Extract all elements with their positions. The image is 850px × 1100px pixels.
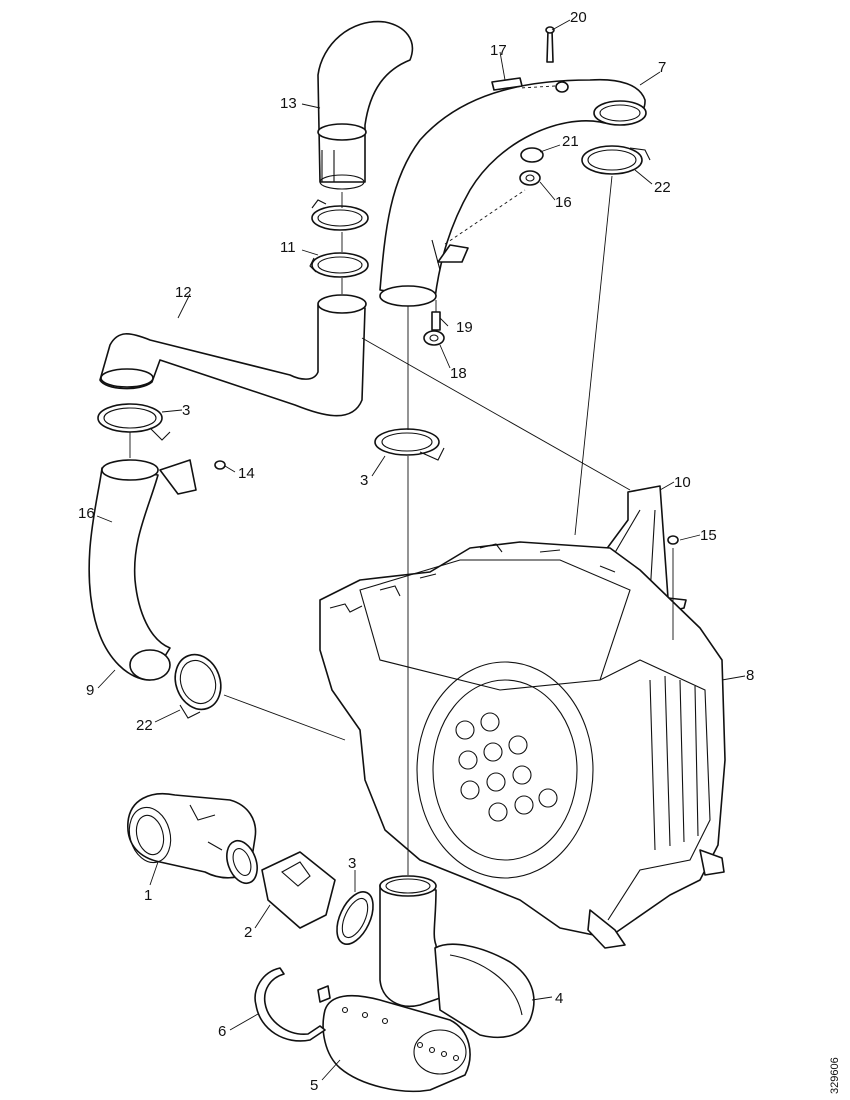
- assembly-lines: [129, 85, 674, 875]
- part-22-clamp-lower: [174, 653, 222, 719]
- callout-20: 20: [570, 9, 587, 26]
- part-5-perforated-shield: [322, 994, 471, 1093]
- part-13-upper-bend-pipe: [317, 20, 414, 190]
- part-8-main-housing: [319, 541, 726, 949]
- callout-leaders: [96, 19, 746, 1081]
- callout-2: 2: [244, 924, 252, 941]
- callout-9: 9: [86, 682, 94, 699]
- part-3-clamp-middle: [374, 428, 445, 461]
- callout-13: 13: [280, 95, 297, 112]
- callout-17: 17: [490, 42, 507, 59]
- callout-14: 14: [238, 465, 255, 482]
- callout-21: 21: [562, 133, 579, 150]
- part-7-upper-right-pipe: [379, 78, 647, 307]
- figure-reference-code: 329606: [829, 1057, 841, 1094]
- lower-elbow-pipe: [379, 875, 441, 1007]
- part-3-clamp-left: [97, 403, 171, 441]
- callout-3-middle: 3: [360, 472, 368, 489]
- part-22-clamp-upper: [581, 145, 651, 175]
- callout-19: 19: [456, 319, 473, 336]
- housing-ports: [455, 712, 558, 822]
- callout-22-top: 22: [654, 179, 671, 196]
- part-11-clamps: [309, 199, 369, 278]
- callout-4: 4: [555, 990, 563, 1007]
- callout-5: 5: [310, 1077, 318, 1094]
- callout-10: 10: [674, 474, 691, 491]
- callout-15: 15: [700, 527, 717, 544]
- callout-3-lower: 3: [348, 855, 356, 872]
- callout-11: 11: [280, 239, 296, 256]
- part-9-left-pipe: [88, 459, 197, 681]
- callout-6: 6: [218, 1023, 226, 1040]
- callout-labels: 13 7 20 17 21 16 22 11 12 3 14 16 19 18 …: [78, 9, 754, 1094]
- callout-16-left: 16: [78, 505, 95, 522]
- callout-12: 12: [175, 284, 192, 301]
- callout-1: 1: [144, 887, 152, 904]
- part-12-s-pipe: [99, 294, 367, 417]
- part-6-band: [254, 967, 331, 1042]
- callout-8: 8: [746, 667, 754, 684]
- perforation-holes: [341, 1006, 460, 1062]
- callout-16-top: 16: [555, 194, 572, 211]
- callout-7: 7: [658, 59, 666, 76]
- part-3-clamp-lower: [336, 891, 374, 945]
- part-2-coupling: [226, 839, 336, 929]
- callout-22-left: 22: [136, 717, 153, 734]
- callout-3-left: 3: [182, 402, 190, 419]
- part-1-inlet-flange: [127, 793, 257, 879]
- callout-18: 18: [450, 365, 467, 382]
- part-4-heat-shield: [434, 943, 535, 1039]
